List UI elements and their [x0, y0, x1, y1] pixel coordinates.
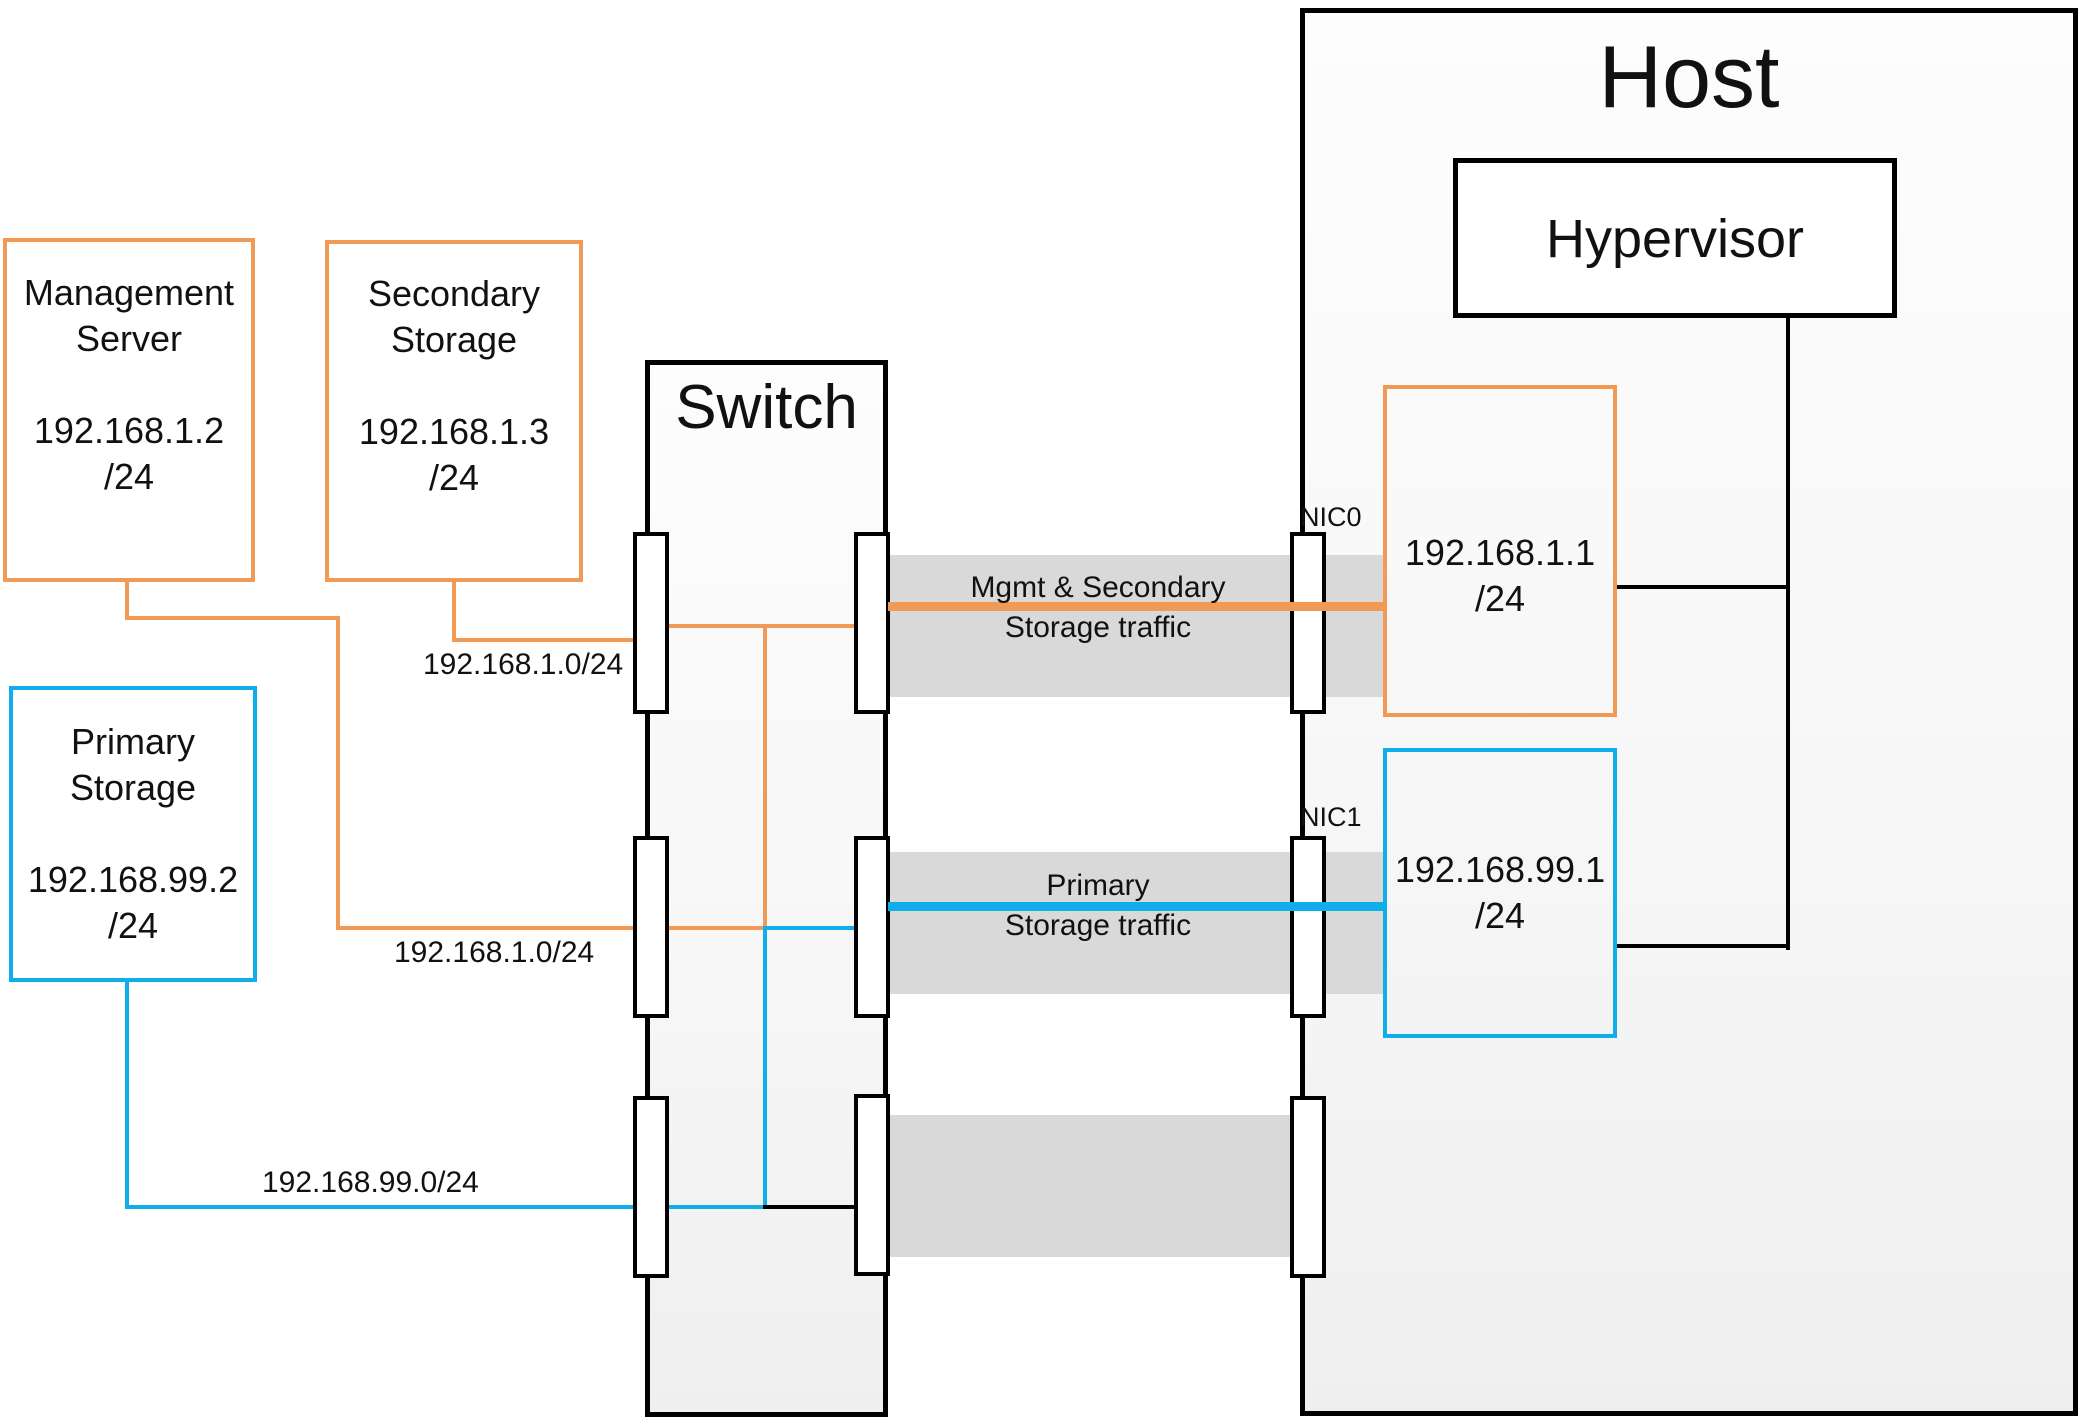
port-switch-right-1: [854, 532, 890, 714]
traffic-label-mgmt-line2: Storage traffic: [1004, 611, 1192, 644]
line-hypervisor-backbone: [1786, 314, 1790, 950]
line-mgmt-to-switch: [336, 926, 636, 930]
switch-title: Switch: [675, 373, 858, 442]
line-nic1-to-backbone: [1615, 944, 1790, 948]
line-primary-to-switch: [125, 1205, 636, 1209]
secondary-storage-mask: /24: [428, 457, 480, 498]
line-primary-drop: [125, 982, 129, 1209]
nic0-label: NIC0: [1300, 502, 1362, 532]
secondary-storage-box: Secondary Storage 192.168.1.3 /24: [325, 240, 583, 582]
management-server-name-line1: Management: [23, 272, 235, 313]
line-mgmt-traffic-thick: [888, 602, 1383, 611]
traffic-band-unused: [888, 1115, 1292, 1257]
primary-storage-box: Primary Storage 192.168.99.2 /24: [9, 686, 257, 982]
primary-storage-name-line2: Storage: [69, 767, 197, 808]
line-secondary-to-switch: [452, 638, 636, 642]
secondary-storage-ip: 192.168.1.3: [358, 411, 550, 452]
line-switch-internal-orange-1: [666, 624, 858, 628]
management-server-box: Management Server 192.168.1.2 /24: [3, 238, 255, 582]
port-switch-left-2: [633, 836, 669, 1018]
nic0-mask: /24: [1474, 578, 1526, 619]
port-host-nic1: [1290, 836, 1326, 1018]
traffic-label-primary-line2: Storage traffic: [1004, 909, 1192, 942]
hypervisor-box: [1453, 158, 1897, 318]
line-primary-traffic-thick: [888, 902, 1383, 911]
line-switch-internal-blue-1: [763, 926, 858, 930]
port-host-unused: [1290, 1096, 1326, 1278]
primary-storage-mask: /24: [107, 905, 159, 946]
line-mgmt-vertical-2: [336, 616, 340, 930]
subnet-label-primary: 192.168.99.0/24: [262, 1166, 479, 1199]
port-switch-right-2: [854, 836, 890, 1018]
subnet-label-management: 192.168.1.0/24: [394, 936, 595, 969]
nic0-ip-box: 192.168.1.1 /24: [1383, 385, 1617, 717]
nic1-label: NIC1: [1300, 802, 1362, 832]
traffic-label-mgmt: Mgmt & Secondary Storage traffic: [888, 568, 1308, 648]
line-switch-internal-black: [763, 1205, 858, 1209]
line-switch-internal-blue-vertical: [763, 926, 767, 1209]
secondary-storage-name-line2: Storage: [390, 319, 518, 360]
management-server-mask: /24: [103, 456, 155, 497]
port-switch-left-1: [633, 532, 669, 714]
management-server-ip: 192.168.1.2: [33, 410, 225, 451]
traffic-label-primary: Primary Storage traffic: [888, 866, 1308, 946]
subnet-label-secondary: 192.168.1.0/24: [423, 648, 624, 681]
line-nic0-to-backbone: [1615, 585, 1790, 589]
nic0-ip: 192.168.1.1: [1404, 532, 1596, 573]
port-switch-right-3: [854, 1094, 890, 1276]
hypervisor-title: Hypervisor: [1545, 209, 1805, 269]
primary-storage-ip: 192.168.99.2: [27, 859, 239, 900]
line-secondary-drop: [452, 582, 456, 642]
line-switch-internal-orange-vertical: [763, 624, 767, 930]
line-mgmt-drop: [125, 582, 129, 620]
port-host-nic0: [1290, 532, 1326, 714]
line-switch-internal-blue-2: [666, 1205, 766, 1209]
host-title: Host: [1598, 27, 1780, 126]
traffic-label-mgmt-line1: Mgmt & Secondary: [970, 571, 1226, 604]
nic1-mask: /24: [1474, 895, 1526, 936]
management-server-name-line2: Server: [75, 318, 183, 359]
nic1-ip: 192.168.99.1: [1394, 849, 1606, 890]
nic1-ip-box: 192.168.99.1 /24: [1383, 748, 1617, 1038]
secondary-storage-name-line1: Secondary: [367, 273, 541, 314]
traffic-label-primary-line1: Primary: [1046, 869, 1150, 902]
primary-storage-name-line1: Primary: [71, 721, 195, 762]
port-switch-left-3: [633, 1096, 669, 1278]
line-mgmt-horizontal-1: [125, 616, 340, 620]
line-switch-internal-orange-2: [666, 926, 766, 930]
